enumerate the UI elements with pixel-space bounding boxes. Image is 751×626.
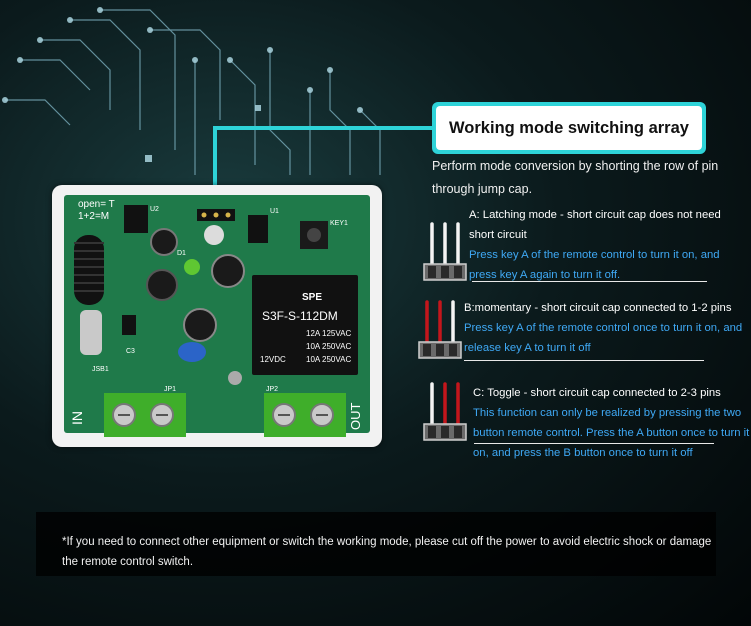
title-banner-inner: Working mode switching array — [436, 106, 702, 150]
terminal-block-out — [264, 393, 346, 437]
relay-rating-2: 10A 250VAC — [306, 342, 351, 351]
safety-notice-text: *If you need to connect other equipment … — [62, 536, 712, 568]
mode-b-body: Press key A of the remote control once t… — [464, 322, 743, 354]
pins-mode-a-icon — [423, 222, 467, 281]
mode-c-heading: C: Toggle - short circuit cap connected … — [473, 387, 721, 399]
label-jp1: JP1 — [164, 386, 176, 393]
jumper-header — [197, 209, 235, 221]
label-u1: U1 — [270, 208, 279, 215]
pins-mode-c-icon — [423, 382, 467, 441]
title-banner: Working mode switching array — [432, 102, 706, 154]
mode-a-heading: A: Latching mode - short circuit cap doe… — [469, 209, 721, 241]
mode-label-open: open= T — [78, 199, 115, 210]
chip-u2 — [124, 205, 148, 233]
label-key1: KEY1 — [330, 220, 348, 227]
chip-u1 — [248, 215, 268, 243]
label-c3: C3 — [126, 348, 135, 355]
relay-rating-3: 10A 250VAC — [306, 355, 351, 364]
capacitor — [146, 269, 178, 301]
pins-mode-b-icon — [418, 300, 462, 359]
capacitor — [211, 254, 245, 288]
divider — [474, 443, 714, 444]
relay-rating-1: 12A 125VAC — [306, 329, 351, 338]
mode-a: A: Latching mode - short circuit cap doe… — [469, 205, 744, 285]
divider — [472, 281, 707, 282]
terminal-block-in — [104, 393, 186, 437]
varistor — [178, 342, 206, 362]
label-u2: U2 — [150, 206, 159, 213]
safety-notice: *If you need to connect other equipment … — [36, 512, 716, 576]
terminal-in-label: IN — [69, 411, 85, 425]
crystal-oscillator — [80, 310, 102, 355]
label-d1: D1 — [177, 250, 186, 257]
label-jp2: JP2 — [266, 386, 278, 393]
mode-b: B:momentary - short circuit cap connecte… — [464, 298, 749, 358]
transistor — [122, 315, 136, 335]
label-jsb1: JSB1 — [92, 366, 109, 373]
led — [184, 259, 200, 275]
mode-c-body: This function can only be realized by pr… — [473, 407, 750, 459]
relay — [252, 275, 358, 375]
pcb-board: open= T 1+2=M U2 D1 U1 KEY1 C3 JSB1 JP1 … — [64, 195, 370, 437]
capacitor — [204, 225, 224, 245]
page-title: Working mode switching array — [449, 118, 689, 137]
relay-coil: 12VDC — [260, 355, 286, 364]
divider — [464, 360, 704, 361]
mode-b-heading: B:momentary - short circuit cap connecte… — [464, 302, 732, 314]
capacitor — [183, 308, 217, 342]
mode-a-body: Press key A of the remote control to tur… — [469, 249, 720, 281]
mode-c: C: Toggle - short circuit cap connected … — [473, 383, 751, 463]
inductor — [228, 371, 242, 385]
antenna-coil — [74, 235, 104, 305]
mode-label-momentary: 1+2=M — [78, 211, 109, 222]
terminal-out-label: OUT — [348, 403, 363, 431]
relay-brand: SPE — [302, 292, 322, 303]
relay-model: S3F-S-112DM — [262, 309, 338, 323]
description: Perform mode conversion by shorting the … — [432, 159, 719, 196]
capacitor — [150, 228, 178, 256]
